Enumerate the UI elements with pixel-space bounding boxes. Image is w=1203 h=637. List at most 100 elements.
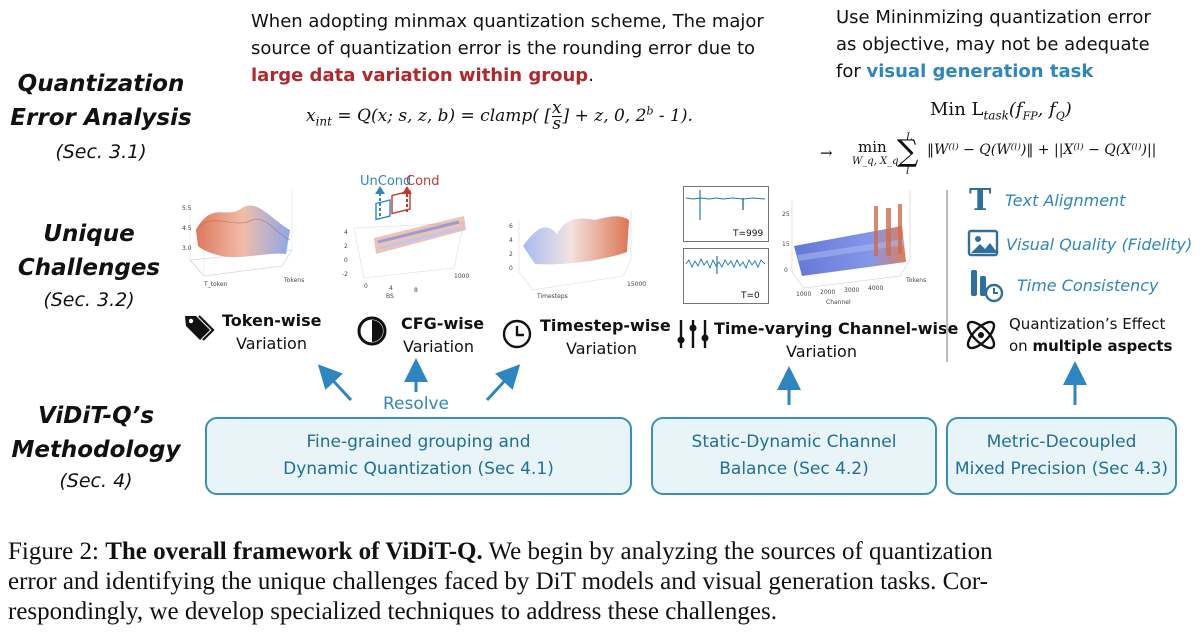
channel-label-t0: T=0 [740,291,760,301]
objective-statement-line1: Use Mininmizing quantization error [836,7,1151,28]
effect-text: Quantization’s Effect on multiple aspect… [1009,313,1172,357]
section-title-analysis-line1: Quantization [17,71,185,97]
svg-text:1000: 1000 [796,291,811,298]
column-divider [946,190,948,362]
method-grouping-line1: Fine-grained grouping and [306,432,531,452]
challenge-channel-sub: Variation [786,342,857,361]
challenge-channel-title: Time-varying Channel-wise [714,319,959,338]
svg-text:3.0: 3.0 [182,245,192,252]
section-title-challenges-line1: Unique [43,221,135,247]
effect-line2: on multiple aspects [1009,335,1172,357]
time-consistency-icon [971,270,1004,303]
channel-label-t999: T=999 [732,229,763,239]
svg-text:4: 4 [389,285,393,292]
sliders-icon [677,320,709,348]
section-title-analysis: Quantization Error Analysis [6,67,196,135]
section-ref-challenges: (Sec. 3.2) [43,289,135,311]
axis-label-token: T_token [203,281,228,288]
section-title-methodology: ViDiT-Q’s Methodology [0,399,196,467]
caption-line2: error and identifying the unique challen… [8,568,989,595]
task-objective-a1: FP [1022,109,1038,123]
resolve-arrow-timestep [485,364,521,402]
half-circle-icon [357,316,387,346]
caption-line3: respondingly, we develop specialized tec… [8,598,777,625]
formula-lhs: x [306,106,316,126]
objective-statement-pre: for [836,61,867,82]
argmin-formula: → min W_q, X_q L ∑ l ‖W⁽ˡ⁾ − Q(W⁽ˡ⁾)‖ + … [820,132,1192,184]
svg-text:2000: 2000 [820,289,835,296]
svg-text:6: 6 [509,223,513,230]
argmin-arrow: → [820,144,833,162]
argmin-min-sub: W_q, X_q [852,156,899,167]
analysis-statement-line1: When adopting minmax quantization scheme… [251,11,764,32]
formula-rest-pre: ] + z, 0, 2 [562,106,647,126]
section-title-methodology-line1: ViDiT-Q’s [37,403,155,429]
section-title-challenges: Unique Challenges [0,217,184,285]
svg-text:2: 2 [509,251,513,258]
svg-text:4.5: 4.5 [182,225,192,232]
task-objective: Min Ltask(fFP, fQ) [930,99,1072,123]
task-objective-args: (f [1008,99,1023,120]
aspect-visual-quality: Visual Quality (Fidelity) [1006,235,1193,254]
objective-statement-line3: for visual generation task [836,58,1196,85]
analysis-statement-line2: source of quantization error is the roun… [251,38,756,59]
section-ref-analysis: (Sec. 3.1) [55,141,147,163]
token-variation-plot: 5.54.53.0 T_token Tokens [182,190,304,288]
aspect-time-consistency: Time Consistency [1017,276,1159,295]
argmin-sum-top: L [906,132,913,143]
svg-text:4: 4 [509,237,513,244]
axis-label-tokens-1: Tokens [283,277,304,284]
svg-text:-2: -2 [342,271,348,278]
caption-line1: Figure 2: The overall framework of ViDiT… [8,537,1198,567]
effect-line2-bold: multiple aspects [1032,337,1173,355]
challenge-token-sub: Variation [236,334,307,353]
challenge-timestep-title: Timestep-wise [540,316,671,335]
section-title-analysis-line2: Error Analysis [10,105,192,131]
challenge-timestep-sub: Variation [566,339,637,358]
axis-label-channel: Channel [826,299,851,306]
method-grouping-line2: Dynamic Quantization (Sec 4.1) [283,459,554,479]
analysis-statement-tail: . [588,65,594,86]
analysis-highlight: large data variation within group [251,65,589,86]
text-t-icon: T [969,183,992,218]
challenge-cfg-title: CFG-wise [401,314,485,333]
channel-timestep-panel-top: T=999 [683,186,769,242]
svg-text:4: 4 [344,229,348,236]
method-precision-line2: Mixed Precision (Sec 4.3) [954,459,1169,479]
channel-timestep-panel-bottom: T=0 [683,248,769,304]
svg-text:0: 0 [509,265,513,272]
task-objective-close: ) [1064,99,1072,120]
method-precision-line1: Metric-Decoupled [986,432,1137,452]
caption-line1-rest: We begin by analyzing the sources of qua… [482,538,993,565]
formula-rest-post: - 1). [653,106,693,126]
resolve-arrow-token [317,364,353,402]
caption-prefix: Figure 2: [8,538,106,565]
analysis-statement: When adopting minmax quantization scheme… [251,8,791,89]
svg-text:3000: 3000 [844,287,859,294]
svg-text:8: 8 [414,287,418,294]
svg-text:0: 0 [784,267,788,274]
task-objective-sep: , f [1037,99,1056,120]
formula-frac-num: x [551,98,562,118]
cfg-uncond-label: UnCond [360,174,411,189]
section-ref-methodology: (Sec. 4) [59,470,133,492]
task-objective-text: Min L [930,99,984,120]
objective-statement-line2: as objective, may not be adequate [836,34,1150,55]
method-channel-line2: Balance (Sec 4.2) [719,459,869,479]
axis-label-bs: BS [386,293,394,300]
objective-highlight: visual generation task [866,61,1094,82]
effect-line1: Quantization’s Effect [1009,315,1166,333]
svg-text:0: 0 [344,257,348,264]
objective-statement: Use Mininmizing quantization error as ob… [836,4,1196,85]
svg-text:15: 15 [782,241,790,248]
svg-text:1000: 1000 [454,273,469,280]
formula-frac-den: s [552,114,562,134]
axis-label-tokens-2: Tokens [905,277,926,284]
challenge-cfg-sub: Variation [403,337,474,356]
tags-icon [185,315,215,341]
